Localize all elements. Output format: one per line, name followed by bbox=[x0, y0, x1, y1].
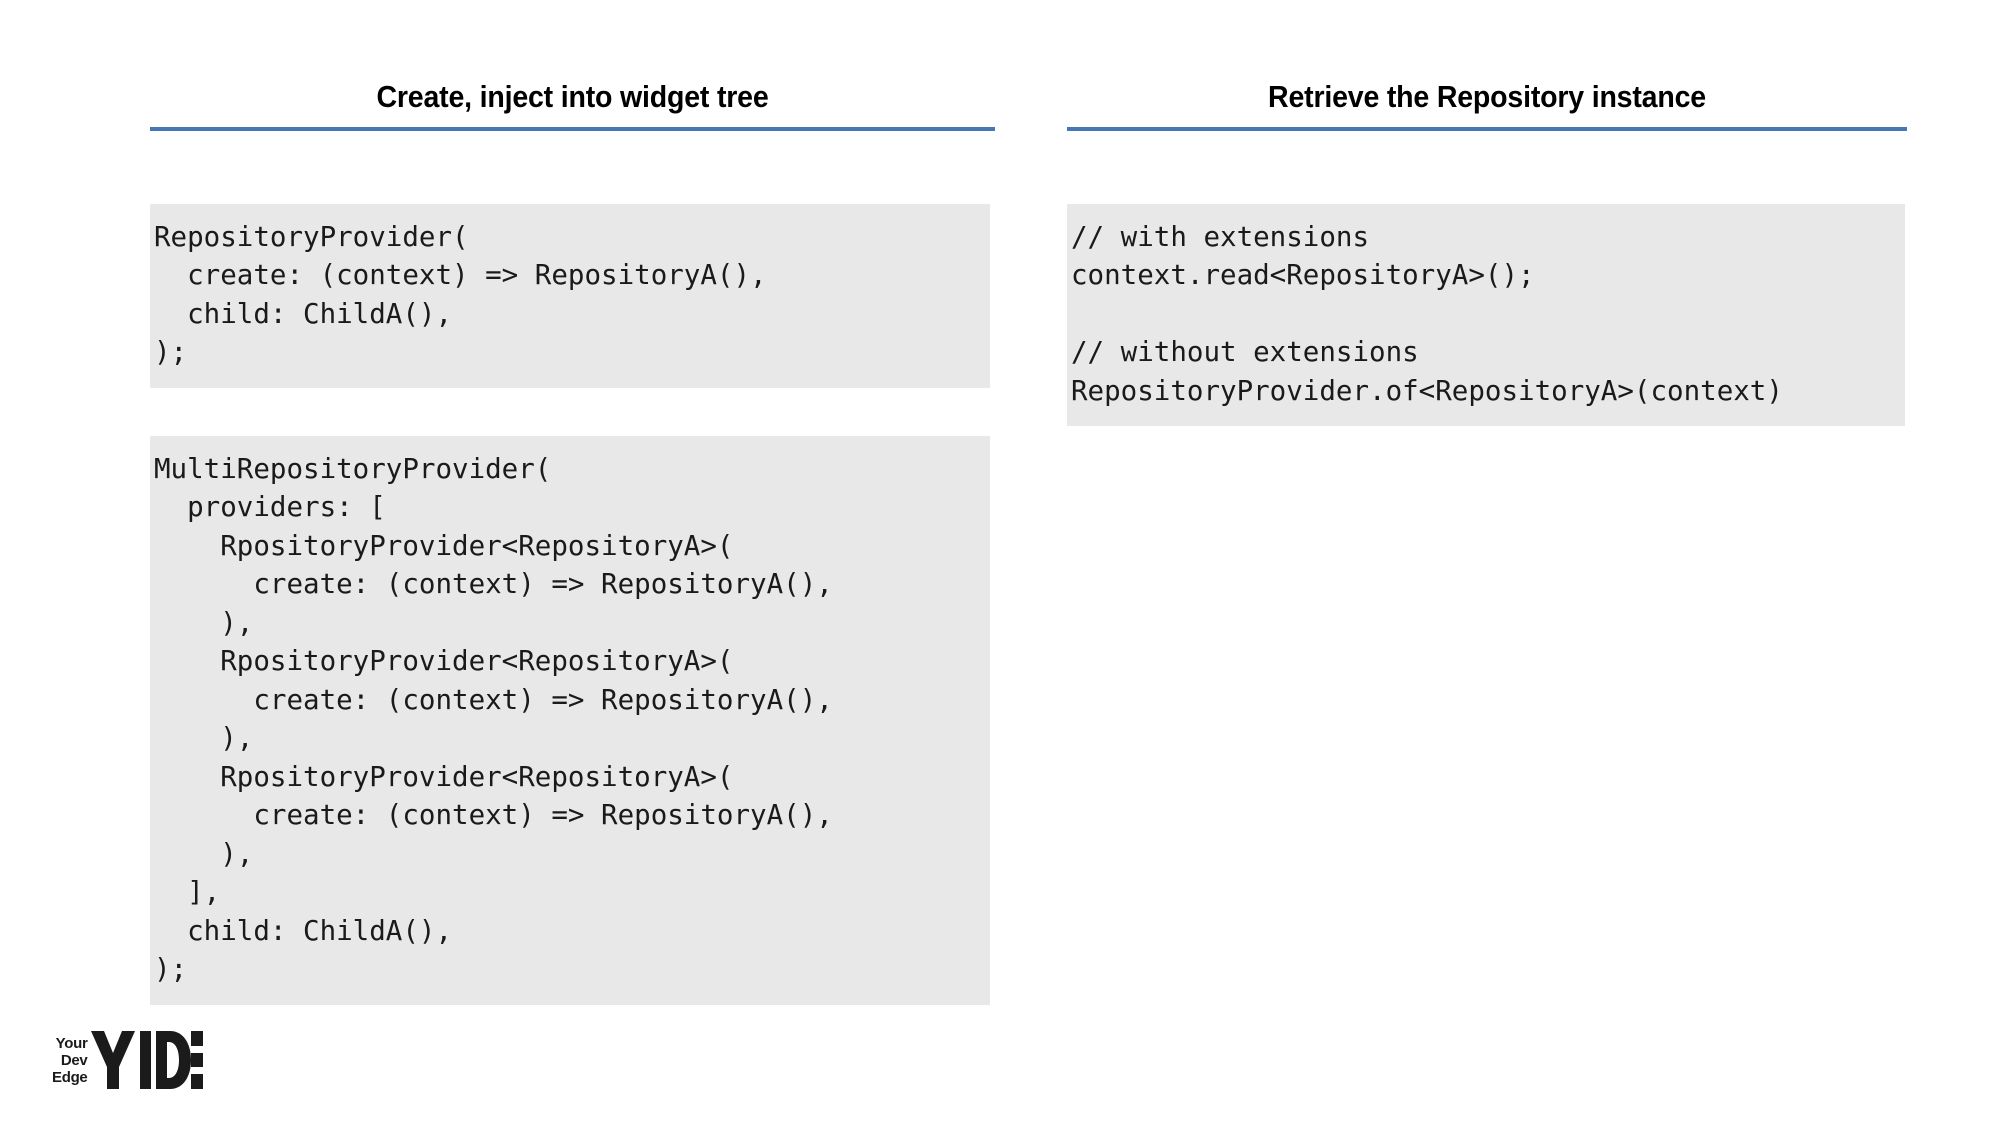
right-column-header: Retrieve the Repository instance bbox=[1067, 78, 1907, 131]
logo-tagline-line-1: Your bbox=[55, 1034, 88, 1052]
left-column-header: Create, inject into widget tree bbox=[150, 78, 995, 131]
yide-wordmark-icon bbox=[91, 1031, 204, 1089]
right-heading-rule bbox=[1067, 127, 1907, 131]
logo-tagline: Your Dev Edge bbox=[52, 1034, 88, 1086]
left-heading-rule bbox=[150, 127, 995, 131]
multi-repository-provider-code-block: MultiRepositoryProvider( providers: [ Rp… bbox=[150, 435, 990, 1005]
retrieve-repository-code-block: // with extensions context.read<Reposito… bbox=[1067, 203, 1905, 426]
right-column-heading: Retrieve the Repository instance bbox=[1268, 79, 1706, 114]
logo-tagline-line-2: Dev bbox=[60, 1051, 88, 1069]
yide-logo: Your Dev Edge bbox=[52, 1031, 204, 1089]
logo-tagline-line-3: Edge bbox=[52, 1068, 88, 1086]
repository-provider-code-block: RepositoryProvider( create: (context) =>… bbox=[150, 203, 990, 388]
left-column-heading: Create, inject into widget tree bbox=[376, 79, 769, 114]
